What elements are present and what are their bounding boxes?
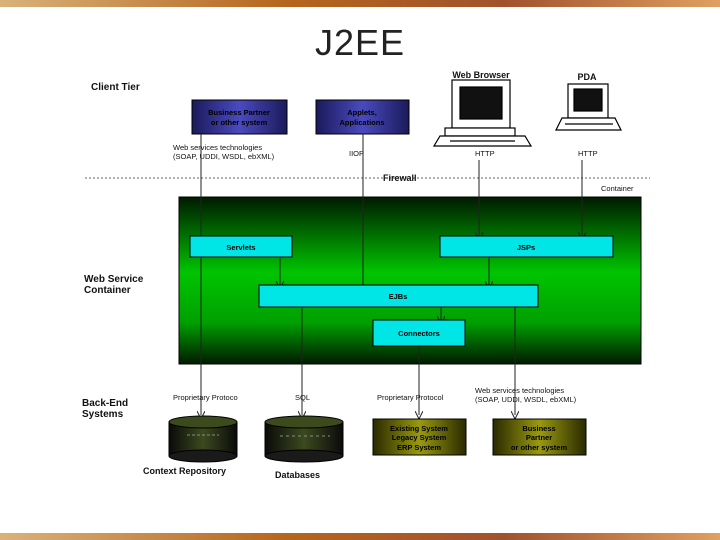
- systems-label: Systems: [82, 409, 124, 420]
- svg-text:Business Partner: Business Partner: [208, 108, 270, 117]
- j2ee-architecture-diagram: Client Tier Web Service Container Back-E…: [75, 70, 653, 483]
- pda-label: PDA: [577, 72, 597, 82]
- web-browser-computer-icon: [432, 79, 533, 147]
- svg-text:Partner: Partner: [526, 433, 552, 442]
- svg-text:Legacy System: Legacy System: [392, 433, 447, 442]
- proto-label-1: Proprietary Protoco: [173, 393, 238, 402]
- backend-business-partner-box: Business Partner or other system: [492, 418, 587, 456]
- sql-label: SQL: [295, 393, 310, 402]
- databases-cylinders: [264, 415, 344, 463]
- backend-label: Back-End: [82, 398, 128, 409]
- context-repository-label: Context Repository: [143, 466, 226, 476]
- http-label-browser: HTTP: [475, 149, 495, 158]
- container-label: Container: [601, 184, 634, 193]
- connectors-box: Connectors: [372, 319, 466, 347]
- svg-text:Applications: Applications: [339, 118, 384, 127]
- firewall-label: Firewall: [383, 173, 417, 183]
- svg-text:Existing System: Existing System: [390, 424, 448, 433]
- servlets-box: Servlets: [189, 235, 293, 258]
- ws-tech-bottom-2: (SOAP, UDDI, WSDL, ebXML): [475, 395, 577, 404]
- svg-text:Connectors: Connectors: [398, 329, 440, 338]
- pda-icon: [555, 83, 622, 131]
- client-tier-label: Client Tier: [91, 82, 140, 93]
- iiop-label: IIOP: [349, 149, 364, 158]
- svg-text:EJBs: EJBs: [389, 292, 408, 301]
- http-label-pda: HTTP: [578, 149, 598, 158]
- svg-text:Business: Business: [522, 424, 555, 433]
- svg-text:Applets,: Applets,: [347, 108, 377, 117]
- web-service-label: Web Service: [84, 274, 144, 285]
- ws-tech-top-1: Web services technologies: [173, 143, 262, 152]
- slide-title: J2EE: [314, 22, 406, 63]
- top-accent-bar: [0, 0, 720, 7]
- svg-text:ERP System: ERP System: [397, 443, 441, 452]
- bottom-accent-bar: [0, 533, 720, 540]
- applets-box: Applets, Applications: [315, 99, 410, 135]
- existing-system-box: Existing System Legacy System ERP System: [372, 418, 467, 456]
- context-repository-cylinder: [168, 415, 238, 463]
- web-browser-label: Web Browser: [452, 70, 510, 80]
- ws-tech-top-2: (SOAP, UDDI, WSDL, ebXML): [173, 152, 275, 161]
- jsps-box: JSPs: [439, 235, 614, 258]
- svg-text:or other system: or other system: [211, 118, 268, 127]
- svg-text:or other system: or other system: [511, 443, 568, 452]
- container-tier-label: Container: [84, 285, 131, 296]
- proto-label-2: Proprietary Protocol: [377, 393, 444, 402]
- ejbs-box: EJBs: [258, 284, 539, 308]
- ws-tech-bottom-1: Web services technologies: [475, 386, 564, 395]
- business-partner-box: Business Partner or other system: [191, 99, 288, 135]
- databases-label: Databases: [275, 470, 320, 480]
- svg-text:Servlets: Servlets: [226, 243, 255, 252]
- svg-text:JSPs: JSPs: [517, 243, 535, 252]
